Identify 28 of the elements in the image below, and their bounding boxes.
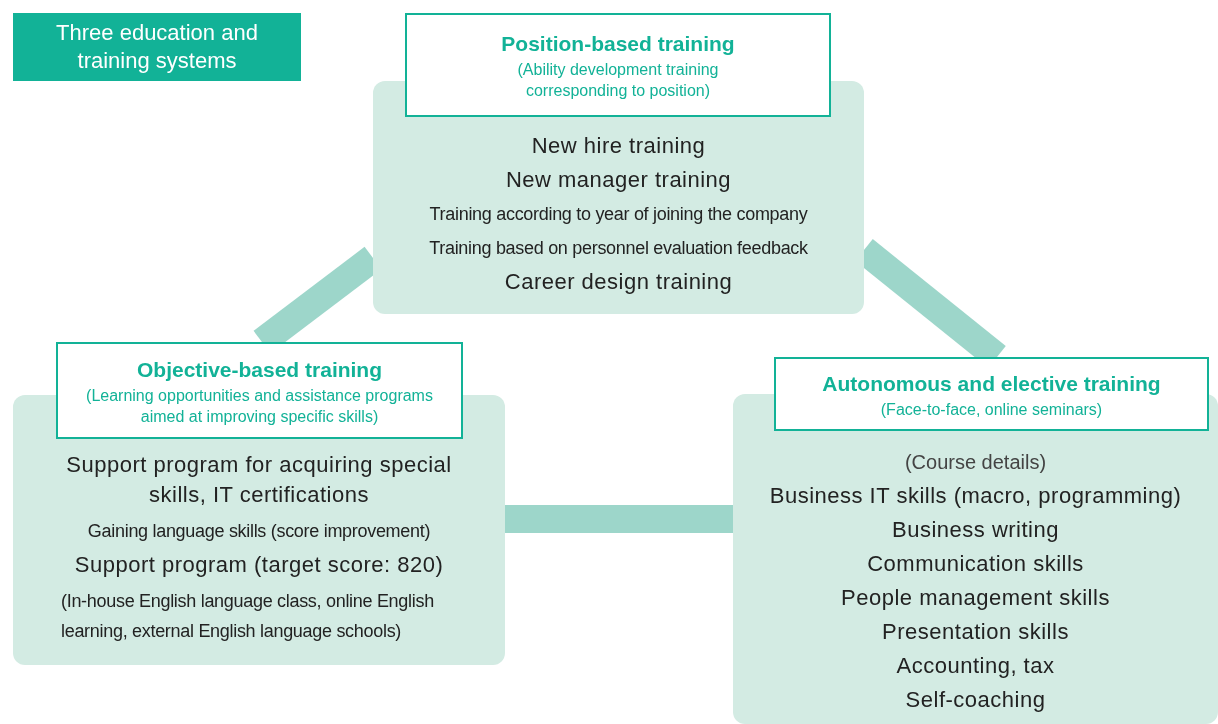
- panel-item: New hire training: [531, 132, 706, 160]
- title-box: Three education and training systems: [13, 13, 301, 81]
- section-heading: Objective-based training: [136, 356, 383, 383]
- section-subheading: (Face-to-face, online seminars): [880, 399, 1103, 420]
- section-subheading: (Learning opportunities and assistance programs aimed at improving specific skills): [85, 385, 434, 427]
- panel-item: Communication skills: [867, 550, 1084, 578]
- panel-item: Career design training: [504, 268, 733, 296]
- panel-item: Presentation skills: [882, 618, 1069, 646]
- panel-item: Training according to year of joining the company: [429, 203, 808, 226]
- panel-item: People management skills: [841, 584, 1110, 612]
- panel-item: Business IT skills (macro, programming): [769, 482, 1182, 510]
- header-box: [774, 357, 1209, 431]
- section-heading: Autonomous and elective training: [822, 370, 1161, 397]
- panel-item: (Course details): [904, 450, 1047, 475]
- section-heading: Position-based training: [501, 31, 735, 57]
- connector-band: [505, 505, 733, 533]
- section-subheading: (Ability development training corresponding to position): [516, 60, 720, 101]
- panel-item: Support program for acquiring special skills, IT certifications: [65, 451, 453, 509]
- header-box: [56, 342, 463, 439]
- panel-item: Support program (target score: 820): [74, 551, 444, 579]
- panel-item: New manager training: [505, 166, 732, 194]
- panel-item: Self-coaching: [905, 686, 1046, 714]
- panel-item: (In-house English language class, online English learning, external English language schools): [60, 590, 435, 643]
- panel-item: Gaining language skills (score improvement): [87, 520, 431, 543]
- header-box: [405, 13, 831, 117]
- panel-item: Business writing: [892, 516, 1059, 544]
- panel-item: Accounting, tax: [896, 652, 1055, 680]
- panel-item: Training based on personnel evaluation feedback: [429, 237, 808, 260]
